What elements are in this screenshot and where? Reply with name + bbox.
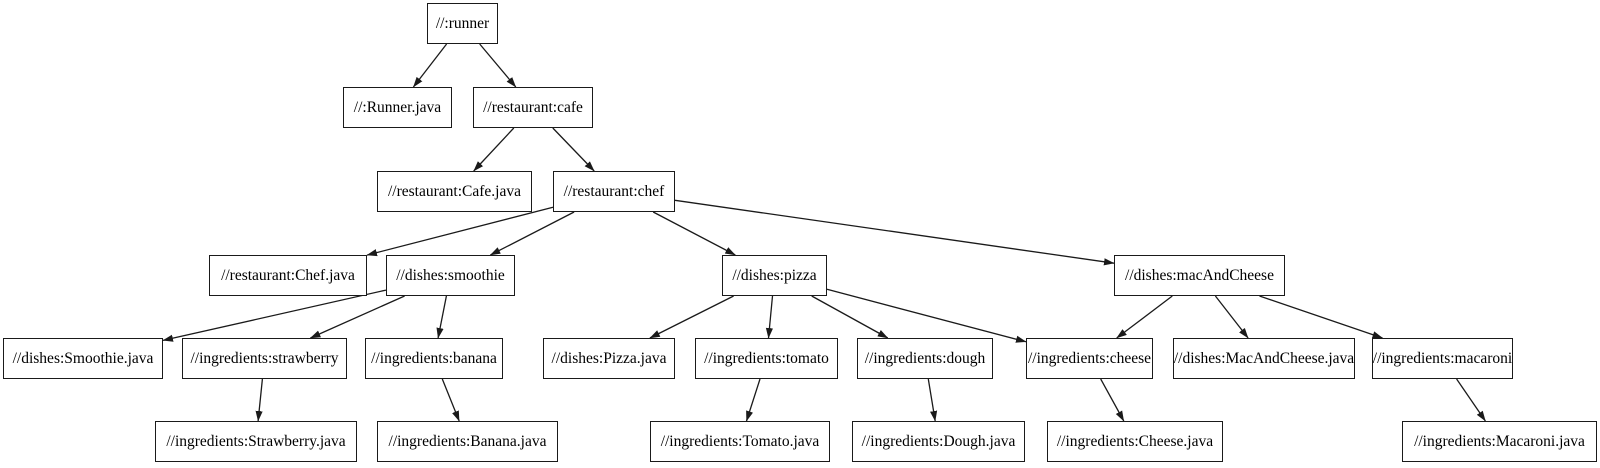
graph-node-dough: //ingredients:dough — [857, 338, 993, 379]
edge-arrow-pizza-pizza_java — [649, 295, 734, 339]
edge-arrow-chef-smoothie — [489, 211, 575, 256]
edge-arrow-macandcheese-macandcheese_java — [1214, 295, 1249, 339]
graph-node-label: //dishes:MacAndCheese.java — [1173, 349, 1355, 367]
edge-arrow-cafe-cafe_java — [473, 127, 515, 172]
graph-node-label: //restaurant:chef — [563, 182, 665, 200]
edge-arrow-tomato-tomato_java — [745, 378, 761, 422]
edge-arrow-chef-chef_java — [366, 206, 554, 257]
graph-node-strawberry_java: //ingredients:Strawberry.java — [155, 421, 357, 462]
graph-node-cafe: //restaurant:cafe — [473, 87, 593, 128]
graph-node-label: //ingredients:Tomato.java — [660, 432, 820, 450]
edge-arrow-macandcheese-cheese — [1116, 295, 1173, 339]
graph-node-dough_java: //ingredients:Dough.java — [852, 421, 1025, 462]
graph-node-label: //ingredients:Strawberry.java — [166, 432, 346, 450]
graph-node-chef_java: //restaurant:Chef.java — [209, 255, 367, 296]
graph-node-macandcheese_java: //dishes:MacAndCheese.java — [1173, 338, 1355, 379]
graph-node-cheese: //ingredients:cheese — [1026, 338, 1153, 379]
graph-node-label: //ingredients:cheese — [1027, 349, 1152, 367]
edge-arrow-pizza-dough — [811, 295, 889, 339]
edge-arrow-strawberry-strawberry_java — [255, 378, 264, 422]
edge-arrow-pizza-tomato — [765, 295, 774, 339]
edge-arrow-runner-cafe — [479, 43, 517, 88]
graph-node-tomato_java: //ingredients:Tomato.java — [650, 421, 830, 462]
graph-node-label: //dishes:Smoothie.java — [12, 349, 154, 367]
graph-node-label: //restaurant:cafe — [483, 98, 583, 116]
graph-node-label: //ingredients:Banana.java — [388, 432, 547, 450]
graph-node-label: //ingredients:banana — [371, 349, 497, 367]
edge-arrow-macaroni-macaroni_java — [1456, 378, 1486, 422]
edge-arrow-banana-banana_java — [441, 378, 460, 422]
edge-arrow-chef-pizza — [652, 211, 736, 256]
edge-arrow-cheese-cheese_java — [1100, 378, 1125, 422]
graph-node-label: //:runner — [435, 14, 490, 32]
edge-arrow-cafe-chef — [552, 127, 595, 172]
edge-arrow-pizza-cheese — [826, 288, 1027, 343]
graph-node-banana: //ingredients:banana — [365, 338, 503, 379]
graph-node-smoothie_java: //dishes:Smoothie.java — [3, 338, 163, 379]
graph-node-label: //ingredients:Cheese.java — [1056, 432, 1214, 450]
graph-node-pizza: //dishes:pizza — [722, 255, 827, 296]
graph-node-label: //dishes:macAndCheese — [1125, 266, 1274, 284]
graph-node-pizza_java: //dishes:Pizza.java — [543, 338, 675, 379]
graph-node-runner: //:runner — [427, 3, 498, 44]
graph-node-label: //dishes:smoothie — [396, 266, 505, 284]
graph-node-label: //ingredients:strawberry — [190, 349, 339, 367]
graph-node-label: //ingredients:macaroni — [1372, 349, 1513, 367]
edge-arrow-chef-macandcheese — [674, 199, 1115, 266]
graph-node-label: //dishes:pizza — [732, 266, 817, 284]
edge-arrow-smoothie-smoothie_java — [162, 289, 387, 342]
graph-node-label: //ingredients:tomato — [704, 349, 829, 367]
graph-node-label: //ingredients:dough — [864, 349, 986, 367]
graph-node-macaroni: //ingredients:macaroni — [1372, 338, 1513, 379]
graph-node-label: //dishes:Pizza.java — [551, 349, 667, 367]
graph-node-macandcheese: //dishes:macAndCheese — [1114, 255, 1285, 296]
graph-node-macaroni_java: //ingredients:Macaroni.java — [1402, 421, 1597, 462]
graph-node-runner_java: //:Runner.java — [343, 87, 452, 128]
graph-node-label: //:Runner.java — [353, 98, 442, 116]
graph-node-chef: //restaurant:chef — [553, 171, 675, 212]
edge-arrow-smoothie-banana — [436, 295, 448, 339]
graph-node-label: //ingredients:Macaroni.java — [1414, 432, 1585, 450]
graph-node-smoothie: //dishes:smoothie — [386, 255, 515, 296]
graph-node-cheese_java: //ingredients:Cheese.java — [1047, 421, 1223, 462]
graph-node-label: //restaurant:Cafe.java — [388, 182, 521, 200]
graph-node-strawberry: //ingredients:strawberry — [182, 338, 347, 379]
graph-node-tomato: //ingredients:tomato — [695, 338, 838, 379]
edge-arrow-smoothie-strawberry — [309, 295, 405, 339]
edge-arrow-dough-dough_java — [927, 378, 938, 422]
edge-arrow-macandcheese-macaroni — [1259, 295, 1383, 339]
graph-node-label: //restaurant:Chef.java — [221, 266, 355, 284]
graph-node-cafe_java: //restaurant:Cafe.java — [377, 171, 532, 212]
graph-node-label: //ingredients:Dough.java — [861, 432, 1016, 450]
graph-node-banana_java: //ingredients:Banana.java — [377, 421, 558, 462]
edge-arrow-runner-runner_java — [412, 43, 448, 88]
